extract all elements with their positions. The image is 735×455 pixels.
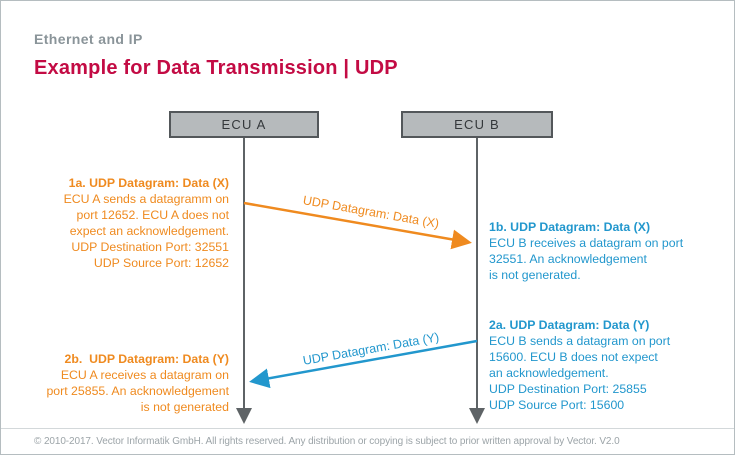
annotation-1b-line: is not generated. [489,268,581,282]
slide-kicker: Ethernet and IP [34,31,143,47]
annotation-1a-line: UDP Destination Port: 32551 [71,240,229,254]
annotation-1b-line: 32551. An acknowledgement [489,252,647,266]
annotation-1a-line: port 12652. ECU A does not [76,208,229,222]
actor-label-ecu-a: ECU A [221,117,267,132]
annotation-2b-heading: 2b. UDP Datagram: Data (Y) [64,352,229,366]
annotation-1a-line: ECU A sends a datagramm on [63,192,229,206]
annotation-1b-line: ECU B receives a datagram on port [489,236,684,250]
annotation-2a-heading: 2a. UDP Datagram: Data (Y) [489,318,650,332]
annotation-1a-line: UDP Source Port: 12652 [93,256,229,270]
annotation-2a-line: ECU B sends a datagram on port [489,334,671,348]
annotation-2b: 2b. UDP Datagram: Data (Y) ECU A receive… [21,351,229,415]
annotation-1a-heading: 1a. UDP Datagram: Data (X) [68,176,229,190]
annotation-2b-line: is not generated [140,400,229,414]
footer-copyright: © 2010-2017. Vector Informatik GmbH. All… [1,428,734,454]
annotation-2a-line: 15600. ECU B does not expect [489,350,658,364]
message-arrow-data-x [243,201,472,250]
actor-label-ecu-b: ECU B [454,117,500,132]
annotation-1b-heading: 1b. UDP Datagram: Data (X) [489,220,651,234]
annotation-2b-line: ECU A receives a datagram on [60,368,229,382]
annotation-1b: 1b. UDP Datagram: Data (X) ECU B receive… [489,219,729,283]
annotation-2a-line: UDP Destination Port: 25855 [489,382,647,396]
message-arrow-data-y [249,339,478,389]
annotation-2a: 2a. UDP Datagram: Data (Y) ECU B sends a… [489,317,729,413]
annotation-2b-line: port 25855. An acknowledgement [46,384,229,398]
annotation-1a: 1a. UDP Datagram: Data (X) ECU A sends a… [21,175,229,271]
annotation-2a-line: an acknowledgement. [489,366,609,380]
page-title: Example for Data Transmission | UDP [34,57,398,79]
actor-box-ecu-a: ECU A [169,111,319,138]
annotation-1a-line: expect an acknowledgement. [69,224,229,238]
actor-box-ecu-b: ECU B [401,111,553,138]
annotation-2a-line: UDP Source Port: 15600 [489,398,625,412]
